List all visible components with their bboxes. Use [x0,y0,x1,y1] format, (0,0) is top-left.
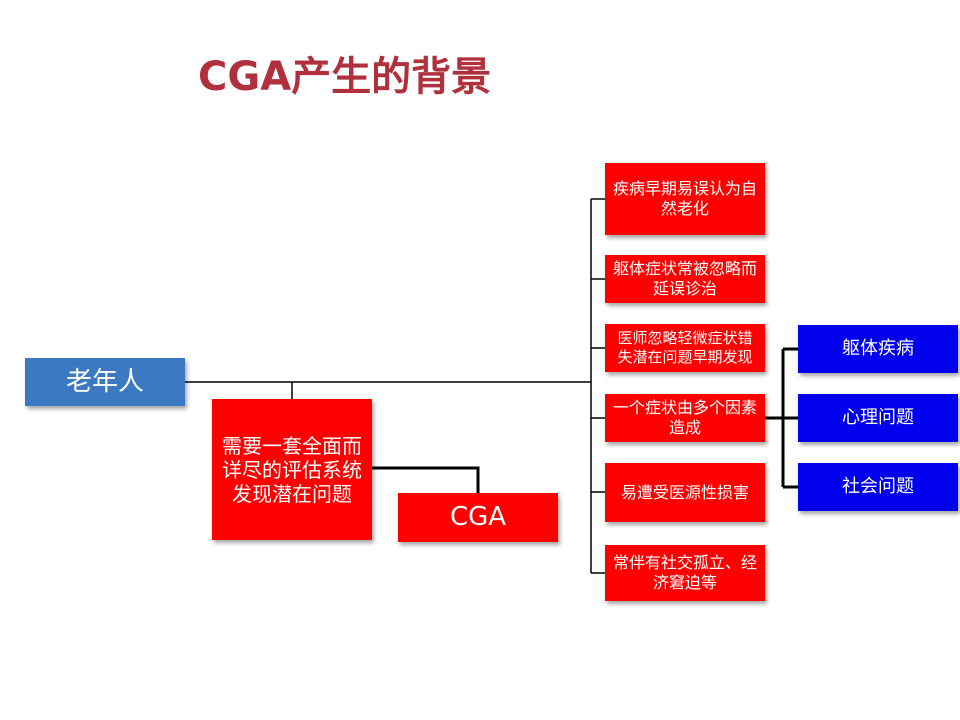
reason-node-2: 医师忽略轻微症状错失潜在问题早期发现 [605,324,765,372]
page-title: CGA产生的背景 [198,54,492,100]
factor-node-psychological: 心理问题 [798,394,958,442]
factor-node-social: 社会问题 [798,463,958,511]
reason-node-1: 躯体症状常被忽略而延误诊治 [605,255,765,303]
reason-node-5: 常伴有社交孤立、经济窘迫等 [605,545,765,601]
need-node: 需要一套全面而详尽的评估系统发现潜在问题 [212,399,372,540]
reason-node-4: 易遭受医源性损害 [605,463,765,522]
elderly-node: 老年人 [25,358,185,406]
reason-node-3: 一个症状由多个因素造成 [605,394,765,442]
cga-connector [372,466,480,493]
cga-node: CGA [398,493,558,542]
reason-node-0: 疾病早期易误认为自然老化 [605,163,765,235]
factor-node-physical: 躯体疾病 [798,325,958,373]
